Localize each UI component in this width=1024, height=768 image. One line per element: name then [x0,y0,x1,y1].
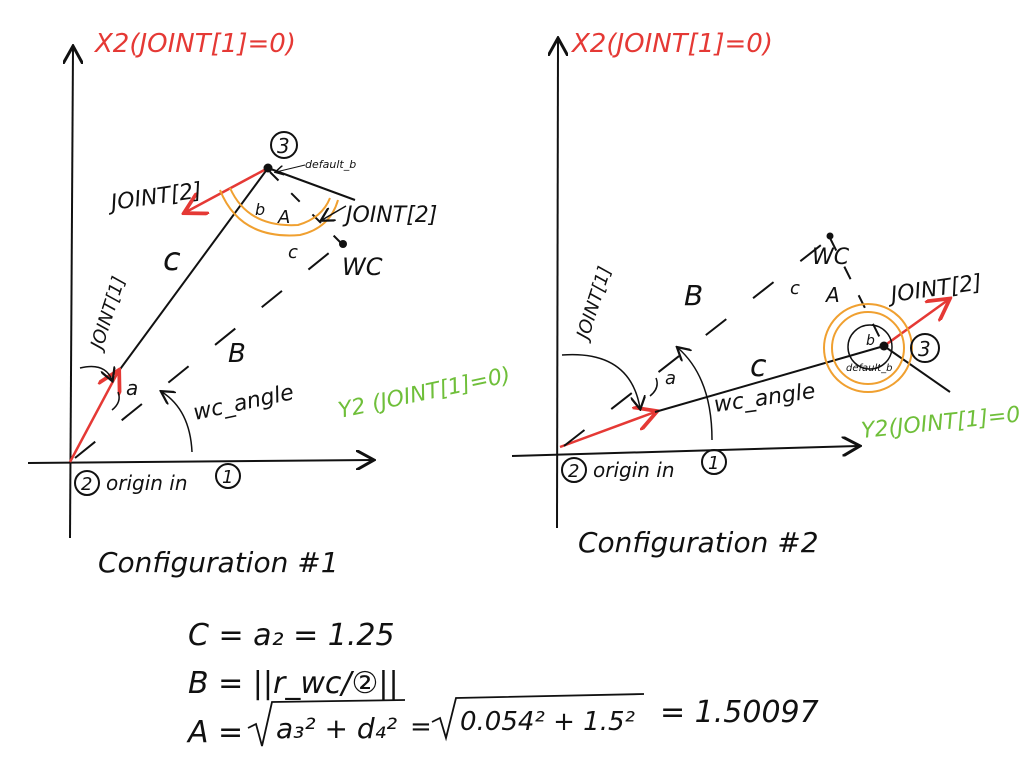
config1-default-b-pointer [276,164,306,172]
config1-wc-angle-arc [162,392,193,453]
config2-x-axis [511,446,858,457]
config2-joint1-angle-arrow [561,353,640,408]
config2-x2-label: X2(JOINT[1]=0) [570,29,773,59]
config1-joint3-dot [263,163,273,173]
config1-x2-label: X2(JOINT[1]=0) [93,29,296,59]
equation-a-root2: 0.054² + 1.5² [460,707,635,737]
config1-origin-marker [74,470,100,496]
config1-link-a [267,167,356,201]
config1-origin-ref: 1 [222,467,233,488]
config1-y2-label: Y2 (JOINT[1]=0) [336,363,513,424]
config2-side-B-label: B [684,279,703,312]
configuration-2: X2(JOINT[1]=0) Y2(JOINT[1]=0 WC 3 defaul… [511,29,1022,559]
config1-angle-c-label: c [288,242,298,263]
configuration-1: X2(JOINT[1]=0) Y2 (JOINT[1]=0) 3 WC JOIN… [27,29,513,579]
config2-angle-a-arc [649,377,658,397]
config1-joint2-vector [186,166,269,212]
config2-side-c-label: c [750,349,767,384]
config1-joint3-number: 3 [277,134,290,158]
config2-y-axis [557,40,558,529]
config1-origin-number: 2 [81,474,92,495]
equation-a-lhs: A = [186,715,243,750]
config1-angle-a-arc [111,391,120,411]
config1-joint3-marker [270,131,298,159]
config2-wc-angle-arc [678,348,713,441]
config1-link-c [117,167,269,373]
config2-wc-angle-label: wc_angle [712,379,817,418]
config1-side-B-label: B [228,339,246,369]
config2-joint3-number: 3 [918,337,931,361]
config1-joint1-label: JOINT[1] [86,274,130,354]
config2-link-a [883,345,951,393]
config2-joint3-dot [879,341,889,351]
config1-default-b-label: default_b [305,158,356,171]
config1-side-B [74,239,346,459]
config1-joint1-vector [68,372,118,463]
config2-joint3-marker [910,333,940,363]
config1-y-axis [70,48,73,539]
config2-side-A [829,237,885,347]
config2-origin-text: origin in [593,458,675,482]
config1-x-axis [27,460,372,463]
config2-wc-point [826,232,834,240]
equation-b: B = ||r_wc/②|| [188,666,399,701]
config2-link-c [654,345,885,413]
equation-a-result: = 1.50097 [660,695,819,730]
config1-angle-a-label: a [126,376,138,400]
config1-origin-ref-marker [215,463,241,489]
config2-default-b-label: default_b [846,363,893,374]
config1-angle-A-label: A [277,207,290,228]
config2-joint1-vector [559,412,655,449]
config1-wc-angle-label: wc_angle [191,380,296,426]
config2-origin-ref-marker [701,449,727,475]
equation-a-equals: = [410,712,432,742]
config2-wc-label: WC [812,245,850,270]
config2-origin-number: 2 [568,461,579,482]
config1-caption: Configuration #1 [98,546,339,579]
config2-orange-ring-mid [831,311,905,385]
config2-joint2-label: JOINT[2] [885,270,983,308]
config2-caption: Configuration #2 [578,526,819,559]
equation-a-root1-sign [247,699,406,747]
config2-joint1-label: JOINT[1] [572,264,616,344]
config1-angle-b-label: b [255,200,265,219]
config2-inner-ring [847,324,893,370]
config2-angle-c-label: c [790,278,800,299]
config1-joint2-pointer [322,205,347,220]
config1-wc-label: WC [342,253,383,281]
config2-origin-marker [561,457,587,483]
config1-wc-point [339,240,347,248]
config2-angle-a-label: a [665,368,676,389]
config1-joint2-label-right: JOINT[2] [342,203,437,228]
equation-a-root2-sign [431,693,645,742]
config1-origin-text: origin in [106,471,188,495]
config2-y2-label: Y2(JOINT[1]=0 [860,402,1022,444]
config2-joint2-vector [883,300,948,348]
config1-side-c-label: c [163,240,181,278]
equations: C = a₂ = 1.25 B = ||r_wc/②|| A = a₃² + d… [186,618,819,750]
equation-a-root1: a₃² + d₄² [276,712,397,745]
config2-origin-ref: 1 [708,453,719,474]
equation-c: C = a₂ = 1.25 [188,618,395,653]
config2-angle-A-label: A [824,283,840,307]
config2-angle-b-label: b [866,333,875,349]
config1-joint1-angle-arrow [79,365,112,381]
